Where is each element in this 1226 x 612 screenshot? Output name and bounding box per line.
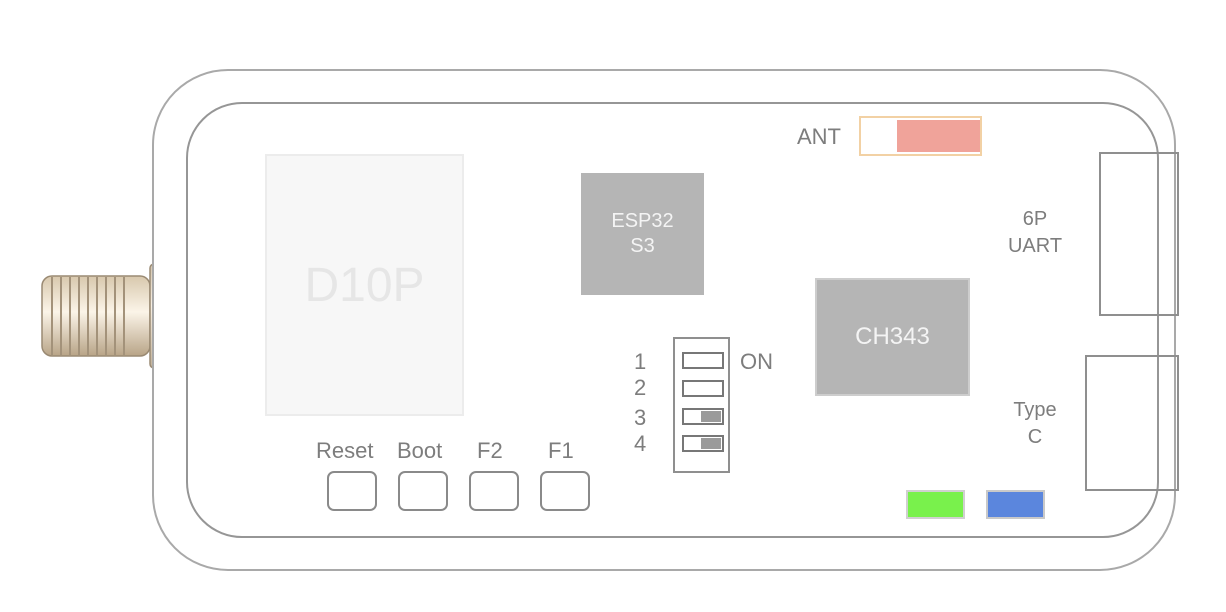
dip-switch-1[interactable] <box>682 352 724 369</box>
d10p-label: D10P <box>304 258 425 312</box>
uart-6p-label: 6P <box>1022 208 1048 230</box>
esp32-s3-chip: ESP32 S3 <box>581 173 704 295</box>
typec-label: Type C <box>995 397 1075 451</box>
dip-switch-4[interactable] <box>682 435 724 452</box>
uart-6p-port <box>1099 152 1179 316</box>
led-green <box>906 490 965 519</box>
dip-number-2: 2 <box>634 375 647 400</box>
dip-switch-3[interactable] <box>682 408 724 425</box>
dip-number-4: 4 <box>634 431 647 456</box>
f1-label: F1 <box>548 438 574 463</box>
ant-label: ANT <box>797 124 841 149</box>
d10p-module: D10P <box>265 154 464 416</box>
ch343-chip: CH343 <box>815 278 970 396</box>
esp32-label: ESP32 <box>611 210 674 232</box>
s3-label: S3 <box>630 235 655 257</box>
f1-button[interactable] <box>540 471 590 511</box>
ant-switch[interactable] <box>859 116 982 156</box>
boot-button[interactable] <box>398 471 448 511</box>
ant-switch-knob <box>897 120 980 152</box>
dip-number-1: 1 <box>634 349 647 374</box>
f2-button[interactable] <box>469 471 519 511</box>
boot-label: Boot <box>397 438 443 463</box>
uart-label-text: UART <box>1007 235 1063 257</box>
dip-knob-3 <box>701 411 721 422</box>
f2-label: F2 <box>477 438 503 463</box>
uart-label: 6P UART <box>995 206 1075 260</box>
typec-c-label: C <box>1027 426 1043 448</box>
led-blue <box>986 490 1045 519</box>
typec-port <box>1085 355 1179 491</box>
ch343-label: CH343 <box>855 323 930 350</box>
dip-on-label: ON <box>740 349 773 374</box>
reset-button[interactable] <box>327 471 377 511</box>
dip-switch <box>673 337 730 473</box>
dip-number-3: 3 <box>634 405 647 430</box>
dip-switch-2[interactable] <box>682 380 724 397</box>
reset-label: Reset <box>316 438 374 463</box>
dip-knob-4 <box>701 438 721 449</box>
typec-type-label: Type <box>1013 399 1057 421</box>
